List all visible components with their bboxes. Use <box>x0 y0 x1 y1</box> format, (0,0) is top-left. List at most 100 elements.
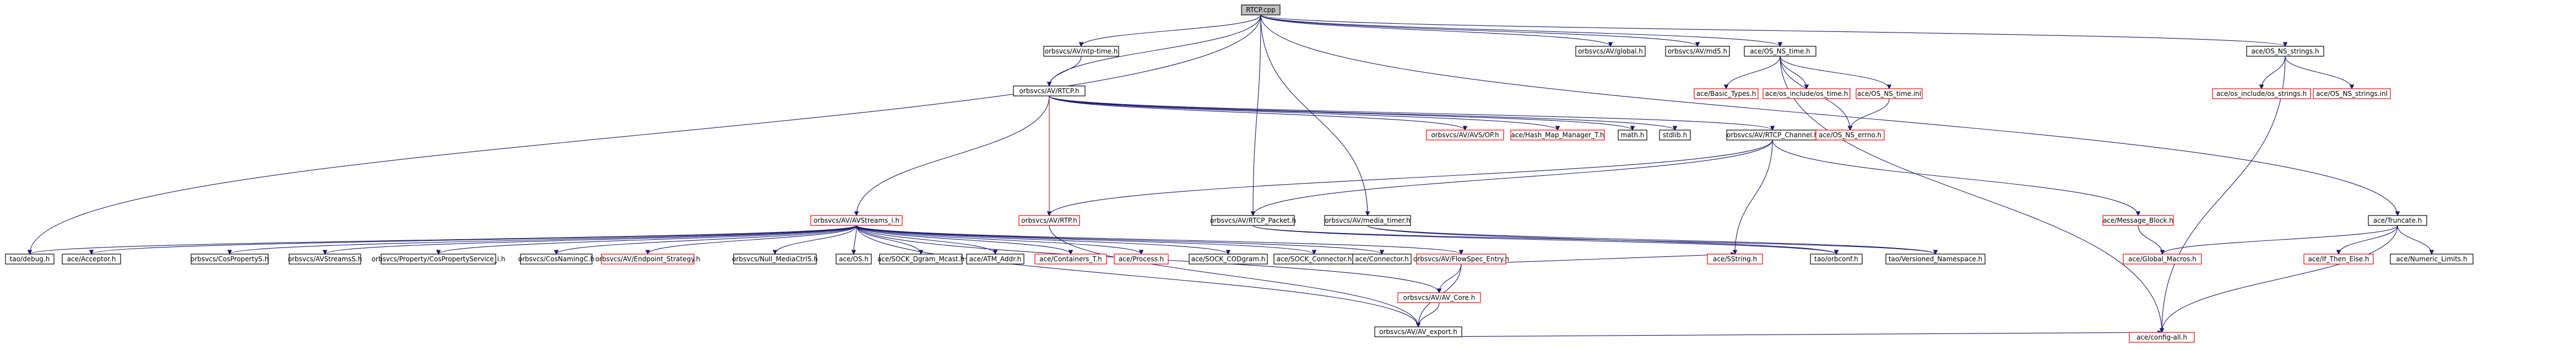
node-media-timer[interactable]: orbsvcs/AV/media_timer.h <box>1324 215 1411 226</box>
node-acceptor[interactable]: ace/Acceptor.h <box>62 254 121 265</box>
node-process[interactable]: ace/Process.h <box>1114 254 1169 265</box>
node-cosnaming-c[interactable]: orbsvcs/CosNamingC.h <box>518 254 595 265</box>
node-md5[interactable]: orbsvcs/AV/md5.h <box>1665 46 1730 57</box>
node-box-sock-codgram <box>1189 254 1268 265</box>
edge-media_timer-to-orbconf <box>1367 225 1839 255</box>
node-label-hash-map: ace/Hash_Map_Manager_T.h <box>1511 131 1604 139</box>
node-sock-connector[interactable]: ace/SOCK_Connector.h <box>1273 254 1355 265</box>
node-connector[interactable]: ace/Connector.h <box>1352 254 1412 265</box>
edge-root-to-global <box>1260 14 1613 47</box>
node-os-include-strings[interactable]: ace/os_include/os_strings.h <box>2212 88 2311 99</box>
node-flowspec-entry[interactable]: orbsvcs/AV/FlowSpec_Entry.h <box>1413 254 1509 265</box>
node-debug-h[interactable]: tao/debug.h <box>5 254 55 265</box>
node-label-os-ns-strings: ace/OS_NS_strings.h <box>2251 47 2319 55</box>
node-box-ntp-time <box>1043 46 1119 57</box>
node-label-config-all: ace/config-all.h <box>2136 333 2187 341</box>
node-math-h[interactable]: math.h <box>1618 130 1647 141</box>
node-truncate[interactable]: ace/Truncate.h <box>2368 215 2427 226</box>
node-rtcp-packet[interactable]: orbsvcs/AV/RTCP_Packet.h <box>1210 215 1296 226</box>
node-atm-addr[interactable]: ace/ATM_Addr.h <box>966 254 1024 265</box>
node-label-endpoint-strategy: orbsvcs/AV/Endpoint_Strategy.h <box>595 255 700 263</box>
node-av-export[interactable]: orbsvcs/AV/AV_export.h <box>1374 326 1462 337</box>
node-avstreams-i[interactable]: orbsvcs/AV/AVStreams_i.h <box>810 215 903 226</box>
node-os-ns-time-inl[interactable]: ace/OS_NS_time.inl <box>1856 88 1923 99</box>
node-label-avstreams-s: orbsvcs/AVStreamsS.h <box>288 255 362 263</box>
edge-rtcp_packet-to-orbconf <box>1252 225 1839 255</box>
nodes-layer: RTCP.cpp orbsvcs/AV/ntp-time.h orbsvcs/AV/… <box>5 4 2474 343</box>
node-avstreams-s[interactable]: orbsvcs/AVStreamsS.h <box>288 254 362 265</box>
node-box-avstreams-i <box>810 215 903 226</box>
node-endpoint-strategy[interactable]: orbsvcs/AV/Endpoint_Strategy.h <box>595 254 700 265</box>
node-label-ace-os: ace/OS.h <box>839 255 869 263</box>
edge-avstreams_i-to-property_service <box>436 225 857 255</box>
node-box-orbconf <box>1810 254 1863 265</box>
edge-os_ns_strings-to-os_include_strings <box>2259 56 2286 90</box>
node-os-ns-strings-inl[interactable]: ace/OS_NS_strings.inl <box>2313 88 2391 99</box>
node-containers[interactable]: ace/Containers_T.h <box>1034 254 1107 265</box>
node-box-global <box>1575 46 1646 57</box>
node-ace-os[interactable]: ace/OS.h <box>836 254 872 265</box>
node-message-block[interactable]: ace/Message_Block.h <box>2102 215 2174 226</box>
node-label-av-core: orbsvcs/AV/AV_Core.h <box>1403 294 1476 301</box>
edge-avstreams_i-to-avstreams_s <box>322 225 857 255</box>
edge-root-to-os_ns_strings <box>1260 14 2287 47</box>
edge-os_ns_time_inl-to-os_ns_errno <box>1847 98 1890 131</box>
node-box-hash-map <box>1510 130 1605 141</box>
node-property-service[interactable]: orbsvcs/Property/CosPropertyService_i.h <box>372 254 506 265</box>
node-label-av-idl: orbsvcs/AV/AVS/OP.h <box>1431 131 1499 139</box>
node-ntp-time[interactable]: orbsvcs/AV/ntp-time.h <box>1043 46 1119 57</box>
node-box-cosnaming-c <box>520 254 593 265</box>
node-box-numeric-limits <box>2390 254 2474 265</box>
node-sstring[interactable]: ace/SString.h <box>1707 254 1763 265</box>
node-label-flowspec-entry: orbsvcs/AV/FlowSpec_Entry.h <box>1413 255 1509 263</box>
node-os-ns-strings[interactable]: ace/OS_NS_strings.h <box>2246 46 2324 57</box>
node-box-config-all <box>2129 332 2195 343</box>
node-basic-types[interactable]: ace/Basic_Types.h <box>1694 88 1759 99</box>
node-label-ntp-time: orbsvcs/AV/ntp-time.h <box>1045 47 1118 55</box>
edge-flowspec_entry-to-av_core <box>1436 263 1462 294</box>
edge-truncate-to-numeric_limits <box>2397 225 2434 255</box>
node-global[interactable]: orbsvcs/AV/global.h <box>1575 46 1646 57</box>
node-label-if-then-else: ace/If_Then_Else.h <box>2308 255 2369 263</box>
edge-avstreams_i-to-sock_dgram_mcast <box>856 225 924 255</box>
node-box-versioned-namespace <box>1885 254 1986 265</box>
node-orbconf[interactable]: tao/orbconf.h <box>1810 254 1863 265</box>
edge-ntp_time-to-rtcp_h <box>1046 56 1082 87</box>
node-label-root: RTCP.cpp <box>1246 6 1275 14</box>
node-label-containers: ace/Containers_T.h <box>1039 255 1102 263</box>
node-versioned-namespace[interactable]: tao/Versioned_Namespace.h <box>1885 254 1986 265</box>
edge-media_timer-to-versioned_namespace <box>1367 225 1938 255</box>
node-if-then-else[interactable]: ace/If_Then_Else.h <box>2303 254 2374 265</box>
node-label-versioned-namespace: tao/Versioned_Namespace.h <box>1889 255 1983 263</box>
node-sock-codgram[interactable]: ace/SOCK_CODgram.h <box>1189 254 1268 265</box>
node-box-math-h <box>1618 130 1647 141</box>
node-label-sstring: ace/SString.h <box>1713 255 1757 263</box>
edge-avstreams_i-to-process <box>856 225 1144 255</box>
edge-avstreams_i-to-connector <box>856 225 1385 255</box>
node-global-macros[interactable]: ace/Global_Macros.h <box>2123 254 2202 265</box>
node-os-include-time[interactable]: ace/os_include/os_time.h <box>1762 88 1851 99</box>
node-hash-map[interactable]: ace/Hash_Map_Manager_T.h <box>1510 130 1605 141</box>
node-null-mediactrl[interactable]: orbsvcs/Null_MediaCtrlS.h <box>732 254 818 265</box>
node-rtp-h[interactable]: orbsvcs/AV/RTP.h <box>1018 215 1080 226</box>
node-label-os-ns-time: ace/OS_NS_time.h <box>1750 47 1810 55</box>
node-av-core[interactable]: orbsvcs/AV/AV_Core.h <box>1397 292 1481 303</box>
node-av-idl[interactable]: orbsvcs/AV/AVS/OP.h <box>1426 130 1504 141</box>
edge-rtcp_h-to-math_h <box>1049 95 1635 131</box>
node-os-ns-time[interactable]: ace/OS_NS_time.h <box>1744 46 1816 57</box>
node-numeric-limits[interactable]: ace/Numeric_Limits.h <box>2390 254 2474 265</box>
node-sock-dgram-mcast[interactable]: ace/SOCK_Dgram_Mcast.h <box>877 254 964 265</box>
node-rtcp-h[interactable]: orbsvcs/AV/RTCP.h <box>1013 85 1086 96</box>
node-box-cosproperty-s <box>191 254 269 265</box>
edge-avstreams_i-to-cosnaming_c <box>554 225 857 255</box>
node-cosproperty-s[interactable]: orbsvcs/CosPropertyS.h <box>191 254 269 265</box>
node-stdlib-h[interactable]: stdlib.h <box>1659 130 1691 141</box>
edge-root-to-truncate <box>1260 14 2400 217</box>
node-box-message-block <box>2102 215 2174 226</box>
node-box-process <box>1114 254 1169 265</box>
node-root[interactable]: RTCP.cpp <box>1241 4 1281 15</box>
node-config-all[interactable]: ace/config-all.h <box>2129 332 2195 343</box>
node-label-message-block: ace/Message_Block.h <box>2103 217 2173 224</box>
node-os-ns-errno[interactable]: ace/OS_NS_errno.h <box>1815 130 1885 141</box>
node-rtcp-channel[interactable]: orbsvcs/AV/RTCP_Channel.h <box>1726 130 1819 141</box>
